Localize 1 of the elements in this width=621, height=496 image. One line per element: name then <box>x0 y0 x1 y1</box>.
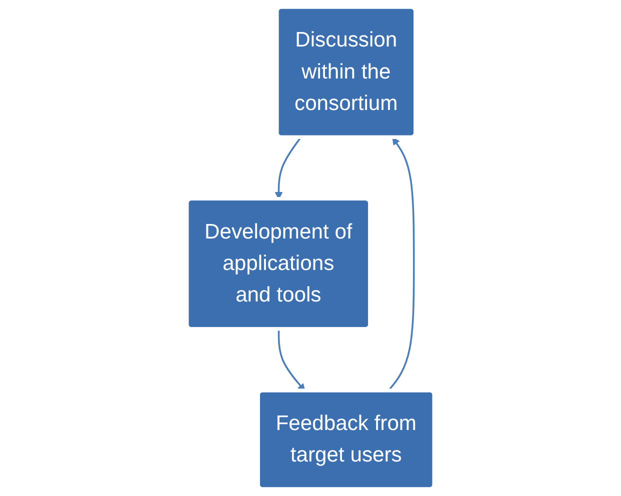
arrow <box>388 137 415 392</box>
